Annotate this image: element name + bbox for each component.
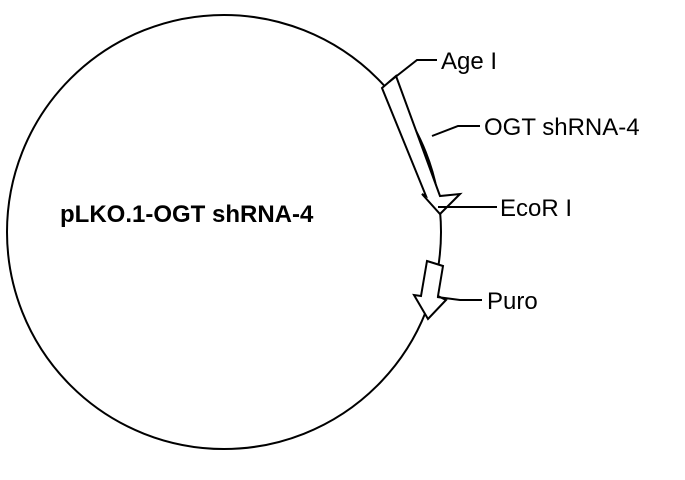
ogt-shrna-feature-arrow — [380, 74, 463, 216]
age-i-leader-line — [388, 59, 437, 83]
ogt-shrna-label: OGT shRNA-4 — [484, 114, 640, 141]
puro-feature-arrow — [412, 259, 448, 321]
plasmid-name-label: pLKO.1-OGT shRNA-4 — [60, 201, 314, 228]
age-i-label: Age I — [441, 48, 497, 75]
plasmid-backbone-circle — [6, 14, 442, 450]
ecor-i-label: EcoR I — [500, 195, 572, 222]
ogt-shrna-leader-line — [431, 125, 480, 137]
puro-leader-line — [436, 296, 482, 301]
puro-label: Puro — [487, 288, 538, 315]
